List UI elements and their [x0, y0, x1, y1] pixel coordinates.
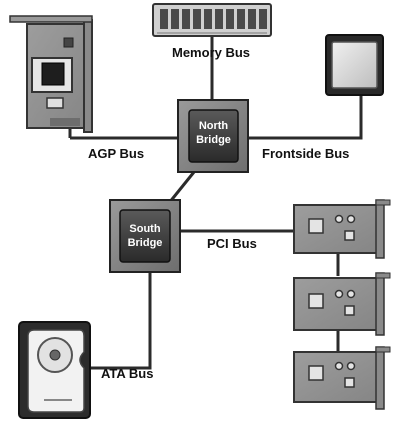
north-bridge-label-line1: North [198, 120, 229, 132]
frontside-bus-label: Frontside Bus [262, 146, 350, 161]
pci-card-2-icon [293, 272, 391, 336]
bus-lines [68, 37, 363, 370]
pci-card-1-icon [293, 199, 391, 259]
frontside-bus-line [248, 96, 363, 140]
south-bridge-label-line1: South [129, 223, 161, 235]
south-bridge-label: South Bridge [120, 222, 170, 250]
pci-bus-label: PCI Bus [207, 236, 257, 251]
ata-bus-label: ATA Bus [101, 366, 154, 381]
ata-bus-line [90, 272, 152, 370]
agp-card-icon [9, 15, 93, 133]
pci-card-3-icon [293, 346, 391, 410]
hard-drive-icon [18, 321, 91, 419]
memory-module-icon [152, 3, 272, 37]
cpu-icon [325, 34, 384, 96]
north-bridge-label-line2: Bridge [196, 134, 231, 146]
south-bridge-label-line2: Bridge [127, 237, 163, 249]
north-bridge-chip [177, 99, 249, 173]
memory-bus-label: Memory Bus [172, 45, 251, 60]
south-bridge-chip [109, 199, 181, 273]
north-bridge-label: North Bridge [189, 119, 238, 147]
agp-bus-label: AGP Bus [88, 146, 145, 161]
